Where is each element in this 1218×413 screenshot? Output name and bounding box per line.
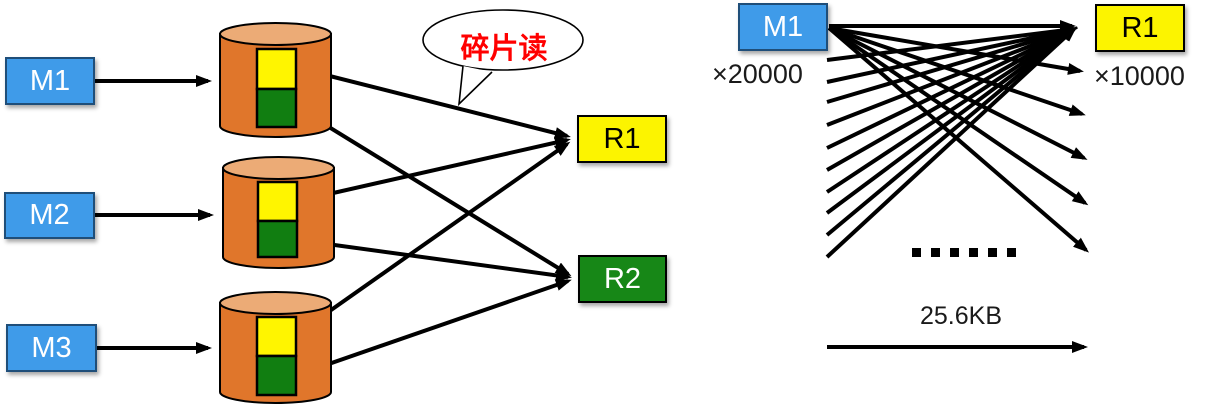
fanin-count-label: ×10000 (1094, 61, 1185, 91)
read-line-store1-yellow-to-r1 (297, 66, 571, 139)
left-source-node-m2: M2 (4, 192, 95, 239)
fanin-line (825, 26, 1077, 259)
left-receiver-node-r2: R2 (578, 255, 667, 303)
yellow-shard (255, 47, 298, 91)
cylinder-top (222, 156, 335, 180)
read-line-store3-green-to-r2 (296, 279, 572, 377)
callout-ellipse (422, 9, 584, 71)
fanin-line (825, 26, 1078, 237)
cylinder-top (219, 22, 332, 46)
right-receiver-node-r1: R1 (1095, 4, 1185, 52)
fanin-line (825, 26, 1078, 194)
read-line-store2-yellow-to-r1 (297, 136, 571, 203)
fanin-line (826, 27, 1078, 172)
right-diagram (825, 20, 1090, 353)
fanin-line (826, 27, 1078, 127)
fanout-line (828, 26, 1086, 116)
yellow-shard (256, 180, 299, 223)
fanin-line (826, 27, 1078, 150)
left-source-node-m1: M1 (5, 57, 95, 105)
shard-store-cylinder-3 (219, 291, 332, 404)
callout-tail (457, 65, 493, 107)
fanout-line (828, 26, 1088, 160)
green-shard (255, 87, 298, 129)
cylinder-top (219, 291, 332, 315)
read-line-store3-yellow-to-r1 (295, 141, 571, 336)
bandwidth-label: 25.6KB (919, 302, 1002, 330)
shard-store-cylinder-2 (222, 156, 335, 269)
green-shard (256, 219, 299, 259)
fanin-line (826, 26, 1078, 104)
fanout-count-label: ×20000 (712, 59, 803, 89)
ellipsis-dots (912, 248, 1016, 257)
fanin-line (826, 24, 1078, 62)
yellow-shard (255, 315, 298, 358)
read-line-store2-green-to-r2 (297, 238, 572, 282)
read-line-store1-green-to-r2 (296, 106, 572, 277)
shard-store-cylinder-1 (219, 22, 332, 138)
callout-bubble (422, 9, 584, 107)
right-source-node-m1: M1 (738, 3, 828, 51)
left-source-node-m3: M3 (6, 324, 97, 372)
fanin-line (826, 25, 1078, 84)
fanin-to-r1 (825, 24, 1078, 259)
fanin-line (825, 26, 1078, 215)
callout-label: 碎片读 (460, 31, 548, 65)
left-diagram (95, 9, 584, 404)
green-shard (255, 354, 298, 397)
left-receiver-node-r1: R1 (577, 115, 667, 163)
